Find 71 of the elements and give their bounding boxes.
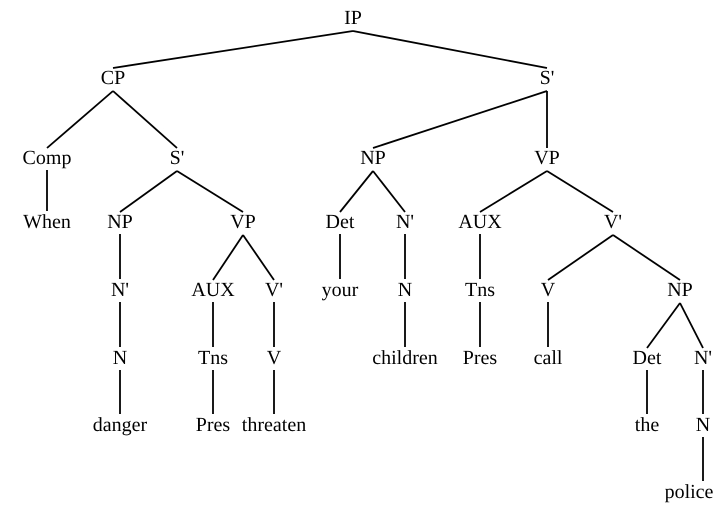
tree-branch-line bbox=[119, 234, 121, 279]
tree-branch-line bbox=[702, 370, 704, 414]
tree-node-label: When bbox=[23, 211, 71, 233]
tree-node-label: Tns bbox=[198, 347, 228, 369]
tree-node-label: V' bbox=[264, 279, 284, 301]
tree-node-label: N bbox=[696, 414, 710, 436]
tree-node-label: AUX bbox=[191, 279, 235, 301]
tree-branch-line bbox=[372, 170, 406, 213]
tree-node-label: N bbox=[112, 347, 128, 369]
tree-branch-line bbox=[212, 370, 214, 414]
tree-branch-line bbox=[119, 302, 121, 347]
tree-node-label: N bbox=[398, 279, 412, 301]
tree-node-label: NP bbox=[107, 211, 133, 233]
tree-node-label: N' bbox=[396, 211, 414, 233]
tree-node-label: N' bbox=[110, 279, 130, 301]
tree-node-label: call bbox=[534, 347, 562, 369]
tree-node-label: the bbox=[634, 414, 660, 436]
tree-node-label: Pres bbox=[462, 347, 498, 369]
tree-branch-line bbox=[646, 370, 648, 414]
tree-branch-line bbox=[242, 234, 275, 281]
tree-node-label: Tns bbox=[465, 279, 495, 301]
tree-node-label: S' bbox=[540, 67, 554, 89]
tree-branch-line bbox=[702, 437, 704, 481]
tree-node-label: V bbox=[540, 279, 556, 301]
tree-node-label: Pres bbox=[196, 414, 230, 436]
tree-branch-line bbox=[480, 170, 548, 213]
tree-branch-line bbox=[646, 302, 681, 349]
tree-branch-line bbox=[339, 170, 374, 213]
tree-node-label: Comp bbox=[22, 147, 72, 169]
tree-branch-line bbox=[46, 90, 114, 149]
tree-branch-line bbox=[352, 30, 548, 69]
tree-node-label: AUX bbox=[458, 211, 502, 233]
tree-branch-line bbox=[212, 302, 214, 347]
tree-node-label: N' bbox=[694, 347, 712, 369]
tree-branch-line bbox=[273, 302, 275, 347]
tree-branch-line bbox=[372, 90, 548, 149]
tree-branch-line bbox=[404, 302, 406, 347]
tree-node-label: Det bbox=[326, 211, 354, 233]
tree-branch-line bbox=[546, 91, 548, 148]
tree-branch-line bbox=[212, 234, 244, 280]
tree-branch-line bbox=[546, 170, 614, 213]
tree-branch-line bbox=[479, 302, 481, 347]
tree-branch-line bbox=[339, 234, 341, 279]
tree-branch-line bbox=[404, 234, 406, 279]
tree-node-label: NP bbox=[360, 147, 386, 169]
tree-node-label: your bbox=[322, 279, 358, 301]
tree-branch-line bbox=[679, 302, 704, 348]
tree-branch-line bbox=[119, 170, 178, 213]
tree-node-label: S' bbox=[170, 147, 184, 169]
tree-node-label: threaten bbox=[242, 414, 306, 436]
tree-node-label: NP bbox=[667, 279, 693, 301]
tree-branch-line bbox=[46, 170, 48, 211]
tree-node-label: V' bbox=[604, 211, 622, 233]
tree-branch-line bbox=[112, 30, 354, 69]
tree-branch-line bbox=[176, 170, 244, 213]
tree-node-label: CP bbox=[100, 67, 126, 89]
tree-branch-line bbox=[112, 90, 178, 149]
tree-branch-line bbox=[547, 234, 614, 281]
tree-node-label: IP bbox=[344, 7, 362, 29]
tree-node-label: danger bbox=[92, 414, 148, 436]
tree-branch-line bbox=[273, 370, 275, 414]
tree-node-label: VP bbox=[534, 147, 560, 169]
tree-node-label: V bbox=[266, 347, 282, 369]
tree-branch-line bbox=[119, 370, 121, 414]
tree-node-label: children bbox=[372, 347, 438, 369]
tree-node-label: VP bbox=[230, 211, 256, 233]
tree-branch-line bbox=[612, 234, 680, 281]
tree-branch-line bbox=[547, 302, 549, 347]
tree-branch-line bbox=[479, 234, 481, 279]
tree-node-label: police bbox=[664, 481, 714, 503]
tree-node-label: Det bbox=[632, 347, 662, 369]
